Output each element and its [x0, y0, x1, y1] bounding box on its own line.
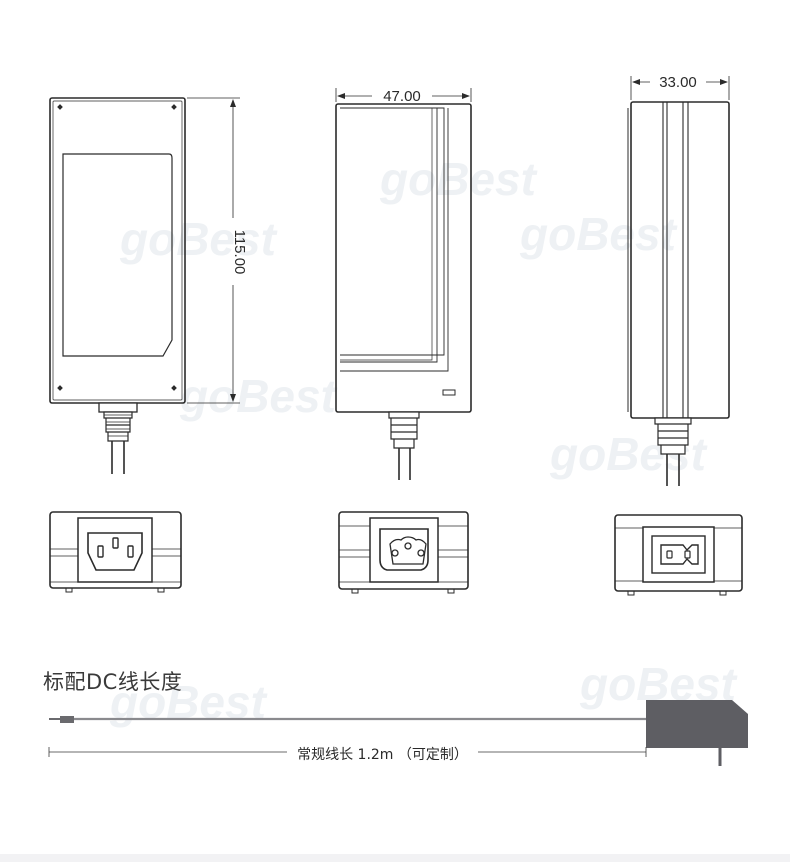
end-view-c6 — [338, 511, 469, 594]
c14-socket-icon — [87, 532, 143, 571]
top-view-label-area — [62, 153, 173, 357]
side-view: 33.00 — [627, 74, 730, 486]
top-view: 115.00 — [49, 97, 248, 474]
c6-socket-icon — [379, 528, 429, 571]
watermarks: goBest goBest goBest goBest goBest goBes… — [109, 153, 738, 728]
cable-length-label: 常规线长 1.2m （可定制） — [287, 747, 478, 763]
cable-length-label-wrap: 常规线长 1.2m （可定制） — [0, 744, 790, 764]
end-view-c8 — [614, 514, 743, 596]
dimension-line — [335, 88, 472, 102]
dimension-thickness: 33.00 — [659, 74, 697, 91]
front-view-body — [335, 103, 472, 413]
watermark-text: goBest — [519, 208, 678, 260]
watermark-text: goBest — [379, 153, 538, 205]
dimension-length: 115.00 — [231, 230, 248, 275]
side-view-body — [630, 101, 730, 419]
led-indicator — [442, 389, 456, 396]
dimension-line — [187, 97, 240, 404]
dimension-line — [630, 76, 730, 100]
watermark-text: goBest — [179, 370, 338, 422]
dimension-width: 47.00 — [383, 88, 421, 105]
c8-socket-icon — [660, 544, 699, 565]
adapter-silhouette — [646, 700, 748, 748]
end-view-c14 — [49, 511, 182, 593]
watermark-text: goBest — [119, 213, 278, 265]
bottom-band — [0, 854, 790, 862]
front-view: 47.00 — [335, 88, 472, 480]
dc-plug — [60, 716, 74, 723]
section-title: 标配DC线长度 — [43, 670, 183, 694]
